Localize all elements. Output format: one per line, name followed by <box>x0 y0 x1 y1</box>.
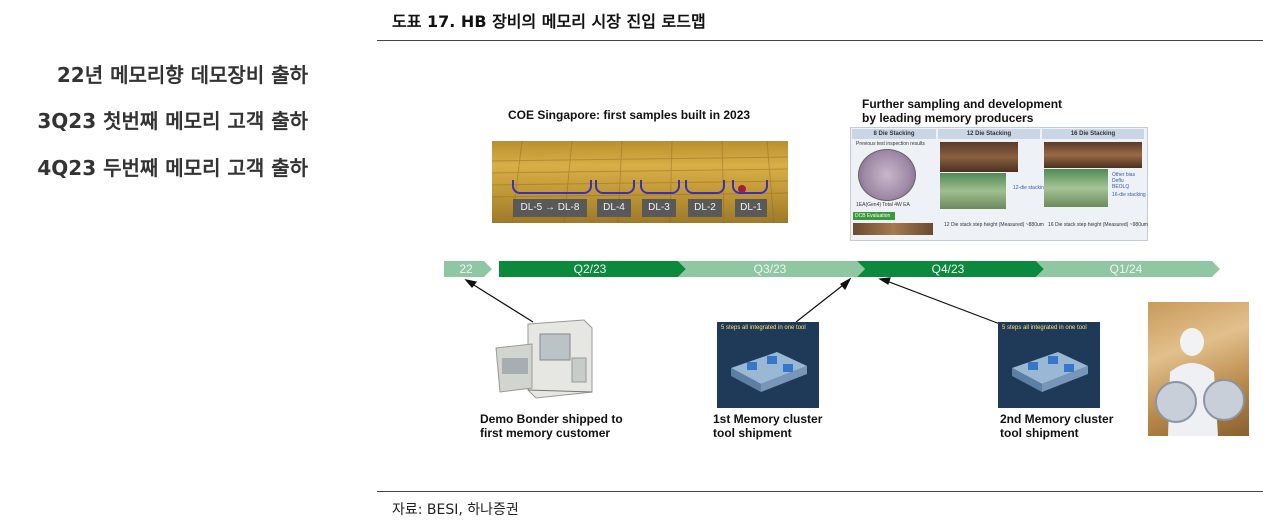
timeline-label-q1-24: Q1/24 <box>1109 262 1143 276</box>
panel-16-note-4: 16-die stacking <box>1112 192 1146 198</box>
panel-16-note-1: Other bias <box>1112 172 1136 178</box>
panel-16-note-2: Deflu <box>1112 178 1124 184</box>
second-caption-line1: 2nd Memory cluster <box>1000 412 1114 426</box>
timeline-segment-q2-23 <box>499 261 686 277</box>
brace-dl-3 <box>640 180 680 194</box>
die-image-12 <box>940 142 1018 172</box>
dl-label-4: DL-4 <box>597 199 631 217</box>
demo-bonder-image <box>492 318 604 400</box>
dl-label-3: DL-3 <box>642 199 676 217</box>
cluster-machine-illustration-1 <box>731 352 807 392</box>
brace-dl-2 <box>685 180 725 194</box>
left-note-3: 4Q23 두번째 메모리 고객 출하 <box>37 156 308 180</box>
panel-8-note-1: Previous test inspection results <box>856 141 925 147</box>
sampling-caption-line1: Further sampling and development <box>862 97 1063 111</box>
panel-16-note-3: BEOLQ <box>1112 184 1130 190</box>
cluster-header-2: 5 steps all integrated in one tool <box>1002 325 1087 331</box>
cleanroom-figure <box>1155 328 1245 436</box>
demo-caption-line2: first memory customer <box>480 426 611 440</box>
timeline-segment-q1-24 <box>1036 261 1220 277</box>
timeline-label-q3-23: Q3/23 <box>753 262 787 276</box>
timeline-segment-22 <box>444 261 492 277</box>
cleanroom-photo <box>1148 302 1249 436</box>
dl-label-5-8: DL-5 → DL-8 <box>513 199 587 217</box>
wafer-image-8die <box>858 149 916 201</box>
first-caption-line1: 1st Memory cluster <box>713 412 823 426</box>
panel-12-note-1: 12-die stacking <box>1013 185 1047 191</box>
demo-caption-line1: Demo Bonder shipped to <box>480 412 623 426</box>
dl-label-1: DL-1 <box>735 199 767 217</box>
dcb-evaluation-tag <box>853 212 895 220</box>
sem-image-16 <box>1044 169 1108 207</box>
die-image-16 <box>1044 142 1142 168</box>
second-caption-line2: tool shipment <box>1000 426 1079 440</box>
brace-dl-4 <box>595 180 635 194</box>
arrow-second <box>883 279 1001 325</box>
first-caption-line2: tool shipment <box>713 426 792 440</box>
timeline-label-q4-23: Q4/23 <box>931 262 965 276</box>
sem-image-12 <box>940 173 1006 209</box>
figure-title: 도표 17. HB 장비의 메모리 시장 진입 로드맵 <box>392 12 706 31</box>
brace-dl-5-8 <box>512 180 592 194</box>
title-rule <box>377 40 1263 41</box>
arrow-first-head <box>840 277 852 291</box>
panel-8-note-2: 1EA(Gen4) Total 4W EA <box>856 202 910 208</box>
coe-caption: COE Singapore: first samples built in 20… <box>508 108 751 122</box>
arrow-second-head <box>878 277 891 285</box>
source-text: 자료: BESI, 하나증권 <box>392 502 519 518</box>
cluster-header-1: 5 steps all integrated in one tool <box>721 325 806 331</box>
arrow-first <box>795 281 848 323</box>
panel-12-note-2: 12 Die stack step height (Measured) ~880… <box>944 222 1044 228</box>
cross-section-8die <box>853 223 933 235</box>
brace-dl-1 <box>732 180 768 194</box>
dl-label-2: DL-2 <box>688 199 722 217</box>
panel-8-die-title: 8 Die Stacking <box>852 129 936 139</box>
first-cluster-tool-image: 5 steps all integrated in one tool <box>717 322 819 408</box>
arrow-demo <box>468 281 534 323</box>
panel-12-die-title: 12 Die Stacking <box>938 129 1040 139</box>
left-note-2: 3Q23 첫번째 메모리 고객 출하 <box>37 109 308 133</box>
arrow-demo-head <box>464 279 478 288</box>
timeline-segment-q4-23 <box>857 261 1044 277</box>
timeline-segment-q3-23 <box>678 261 865 277</box>
timeline-label-22: 22 <box>459 262 473 276</box>
sampling-caption-line2: by leading memory producers <box>862 111 1034 125</box>
panel-16-die-title: 16 Die Stacking <box>1042 129 1144 139</box>
source-rule <box>377 491 1263 492</box>
bonder-machine-illustration <box>495 319 593 399</box>
cluster-machine-illustration-2 <box>1012 352 1088 392</box>
panel-8-note-4: DCB Evaluation <box>855 213 891 219</box>
left-note-1: 22년 메모리향 데모장비 출하 <box>56 63 308 87</box>
timeline-label-q2-23: Q2/23 <box>573 262 607 276</box>
second-cluster-tool-image: 5 steps all integrated in one tool <box>998 322 1100 408</box>
panel-16-note-5: 16 Die stack step height (Measured) ~980… <box>1048 222 1148 228</box>
